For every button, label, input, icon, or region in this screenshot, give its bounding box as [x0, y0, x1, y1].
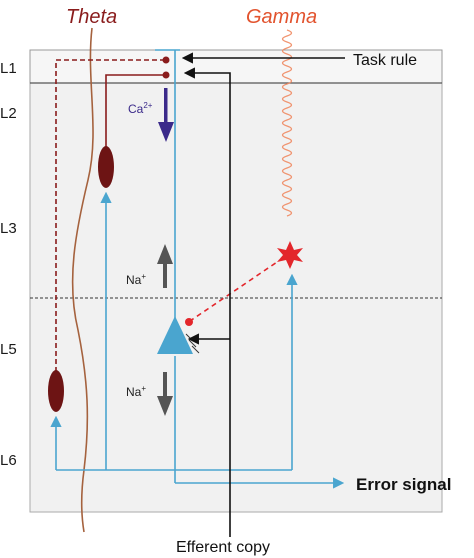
- gamma-inhibitory-path: [189, 257, 284, 322]
- l1-synapse-top: [162, 56, 170, 64]
- calcium-arrow: [158, 88, 174, 142]
- calcium-label: Ca2+: [128, 101, 153, 116]
- pyramidal-neuron: [157, 316, 193, 354]
- l2-interneuron: [98, 146, 114, 188]
- sodium-label-upper: Na+: [126, 272, 146, 287]
- efferent-copy-label: Efferent copy: [176, 539, 270, 556]
- cortex-panel: [29, 49, 443, 513]
- sodium-label-lower: Na+: [126, 384, 146, 399]
- l6-interneuron-axon: [55, 59, 166, 372]
- l2-interneuron-axon: [105, 74, 166, 148]
- sodium-arrow-up: [157, 244, 173, 288]
- layer-label-l1: L1: [0, 60, 17, 77]
- sodium-arrow-down: [157, 372, 173, 416]
- gamma-synapse: [185, 318, 193, 326]
- error-signal-label: Error signal: [356, 475, 451, 494]
- layer-label-l3: L3: [0, 220, 17, 237]
- layer-label-l5: L5: [0, 341, 17, 358]
- layer-label-l2: L2: [0, 105, 17, 122]
- l1-synapse-bottom: [162, 71, 170, 79]
- gamma-wave: [281, 29, 293, 217]
- efferent-copy-path: [183, 67, 231, 537]
- layer-1-band: [29, 49, 443, 84]
- l6-interneuron: [48, 370, 64, 412]
- layer-label-l6: L6: [0, 452, 17, 469]
- gamma-interneuron-star: [277, 241, 303, 269]
- task-rule-label: Task rule: [353, 52, 417, 69]
- theta-title: Theta: [66, 6, 117, 28]
- gamma-title: Gamma: [246, 6, 317, 28]
